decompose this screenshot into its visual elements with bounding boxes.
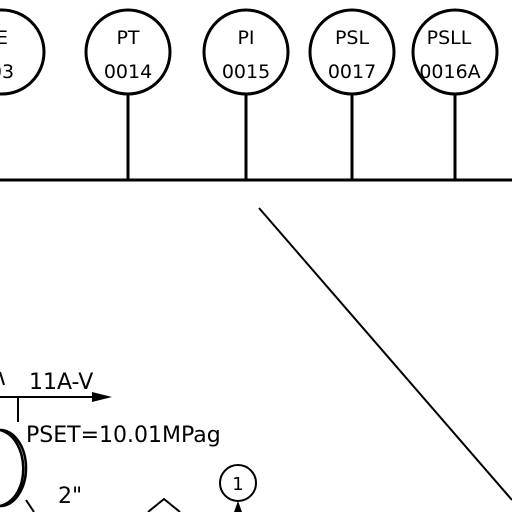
instrument-function-pt: PT — [116, 27, 139, 49]
line-spec-label: 11A-V — [29, 370, 93, 395]
instrument-bubble-pt — [84, 8, 172, 180]
diamond-symbol-icon — [147, 497, 181, 512]
instrument-function-e: E — [0, 27, 8, 49]
instrument-function-psl: PSL — [335, 27, 370, 49]
instrument-function-pi: PI — [237, 27, 254, 49]
instrument-number-psl: 0017 — [328, 61, 376, 83]
instrument-number-pi: 0015 — [222, 61, 270, 83]
spec-separator-mark — [0, 371, 5, 386]
instrument-number-e: 03 — [0, 61, 14, 83]
pipe-size-label: 2" — [58, 484, 82, 509]
flow-arrow-icon — [92, 392, 112, 402]
instrument-bubble-e — [0, 8, 46, 96]
instrument-bubble-psll — [411, 8, 499, 180]
balloon-number-label: 1 — [232, 474, 243, 495]
instrument-bubble-pi — [202, 8, 290, 180]
instrument-bubble-psl — [308, 8, 396, 180]
relief-valve-body — [0, 428, 28, 508]
set-pressure-label: PSET=10.01MPag — [26, 423, 221, 448]
instrument-function-psll: PSLL — [427, 27, 472, 49]
diagonal-line — [258, 207, 512, 501]
instrument-number-pt: 0014 — [104, 61, 152, 83]
balloon-pointer-icon — [234, 501, 242, 512]
size-tick-mark — [25, 499, 35, 512]
instrument-number-psll: 0016A — [419, 61, 480, 83]
